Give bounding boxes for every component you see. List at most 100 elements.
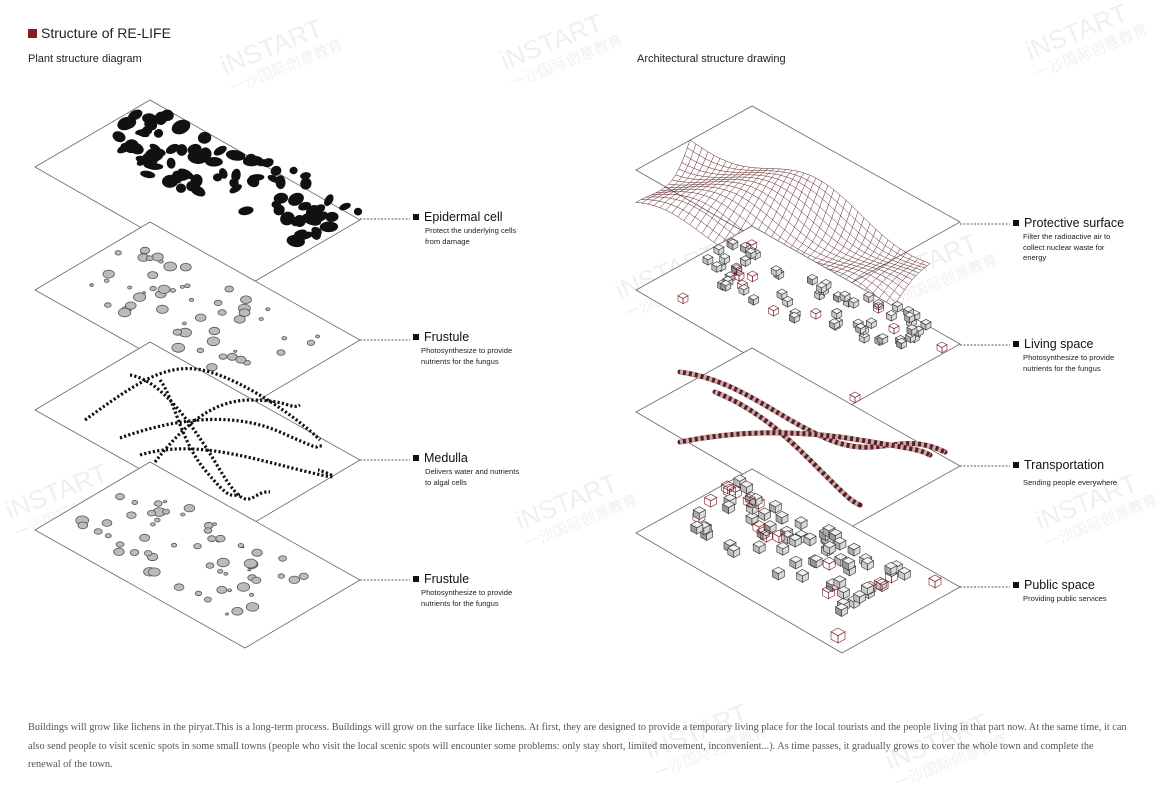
frustule-cell [170, 542, 178, 548]
cube-face [802, 572, 809, 583]
cube-face [870, 320, 877, 330]
label-desc: nutrients for the fungus [421, 598, 499, 608]
label-protective-surface: Protective surface Filter the radioactiv… [1013, 216, 1124, 264]
epidermal-cell [238, 206, 254, 216]
mesh-line [683, 164, 739, 221]
cube-face [809, 535, 817, 547]
frustule-cell [139, 246, 151, 255]
cube-face [758, 543, 766, 555]
frustule-cell [150, 522, 156, 527]
label-name: Frustule [424, 572, 470, 586]
frustule-cell [194, 590, 203, 597]
epidermal-cell [294, 231, 314, 241]
architecture-diagram [635, 105, 1010, 654]
frustule-cell [306, 339, 316, 346]
epidermal-cell [123, 139, 139, 154]
cube-face [854, 394, 861, 404]
epidermal-cell [123, 117, 137, 129]
label-name: Protective surface [1024, 216, 1125, 230]
frustule-cell [184, 283, 191, 289]
cube-face [829, 544, 837, 555]
cube-face [917, 328, 924, 338]
cube-face [815, 557, 823, 569]
frustule-cell [188, 297, 195, 302]
frustule-cell [231, 606, 244, 616]
epidermal-cell [213, 145, 227, 156]
epidermal-cell [310, 211, 328, 224]
cube-face [774, 503, 782, 514]
frustule-cell [149, 285, 157, 292]
cube-face [853, 299, 860, 309]
transport-tube-pods [714, 389, 862, 508]
label-name: Living space [1024, 337, 1094, 351]
frustule-cell [173, 583, 185, 591]
frustule-cell [163, 261, 178, 272]
cube-face [707, 256, 714, 266]
cube-face [853, 545, 861, 557]
frustule-cell [162, 508, 171, 515]
label-bullet [1013, 462, 1019, 468]
epidermal-cell [197, 131, 212, 144]
frustule-cell [216, 586, 228, 594]
medulla-strand [139, 447, 335, 479]
epidermal-cell [288, 192, 304, 206]
frustule-cell [179, 284, 185, 289]
cube-face [710, 496, 718, 508]
cube-face [879, 580, 887, 591]
label-name: Medulla [424, 451, 468, 465]
frustule-cell [126, 511, 137, 519]
frustule-cell [226, 352, 238, 361]
epidermal-cell [142, 154, 158, 165]
cube-face [753, 296, 760, 306]
cube-face [726, 483, 734, 495]
cube-face [837, 631, 846, 644]
frustule-cell [277, 573, 285, 579]
frustule-cell [194, 313, 207, 322]
frustule-cell [217, 568, 224, 574]
label-desc: to algal cells [425, 477, 467, 487]
frustule-cell [206, 363, 218, 372]
living-space-modules [677, 237, 948, 404]
cube-face [743, 286, 750, 296]
frustule-cell [233, 315, 246, 324]
cube-face [754, 251, 761, 261]
mesh-line [671, 160, 727, 214]
epidermal-cell [319, 221, 339, 233]
frustule-cell [315, 334, 321, 339]
frustule-cells-top [89, 246, 321, 372]
epidermal-cell [353, 207, 363, 216]
frustule-cell [278, 555, 287, 562]
epidermal-cell [142, 113, 157, 124]
label-bullet [413, 214, 419, 220]
transport-tube-pods [679, 369, 947, 455]
epidermal-cell [298, 201, 312, 211]
frustule-cell [129, 549, 140, 556]
cube-face [728, 503, 735, 515]
cube-face [781, 291, 788, 301]
label-desc: Photosynthesize to provide [421, 346, 513, 355]
label-epidermal-cell: Epidermal cell Protect the underlying ce… [413, 210, 516, 247]
label-desc: Delivers water and nutrients [425, 467, 520, 476]
frustule-cell [203, 527, 213, 534]
frustule-cell [181, 321, 187, 326]
cube-face [909, 314, 915, 324]
medulla-strand [84, 367, 322, 442]
epidermal-cell [157, 113, 167, 125]
cube-face [765, 532, 773, 543]
epidermal-cell [293, 214, 306, 228]
cube-face [896, 303, 903, 313]
label-bullet [413, 576, 419, 582]
frustule-cell [118, 307, 132, 318]
cube-face [794, 536, 802, 548]
frustule-cell [148, 567, 161, 577]
frustule-cell [145, 255, 154, 262]
cube-face [925, 321, 932, 331]
medulla-strand [158, 379, 241, 497]
frustule-cell [243, 558, 258, 569]
frustule-cell [213, 299, 223, 306]
label-name: Transportation [1024, 458, 1105, 472]
frustule-cell [203, 596, 212, 603]
frustule-cell [225, 612, 229, 616]
frustule-cell [101, 519, 113, 527]
frustule-cell [102, 269, 115, 279]
